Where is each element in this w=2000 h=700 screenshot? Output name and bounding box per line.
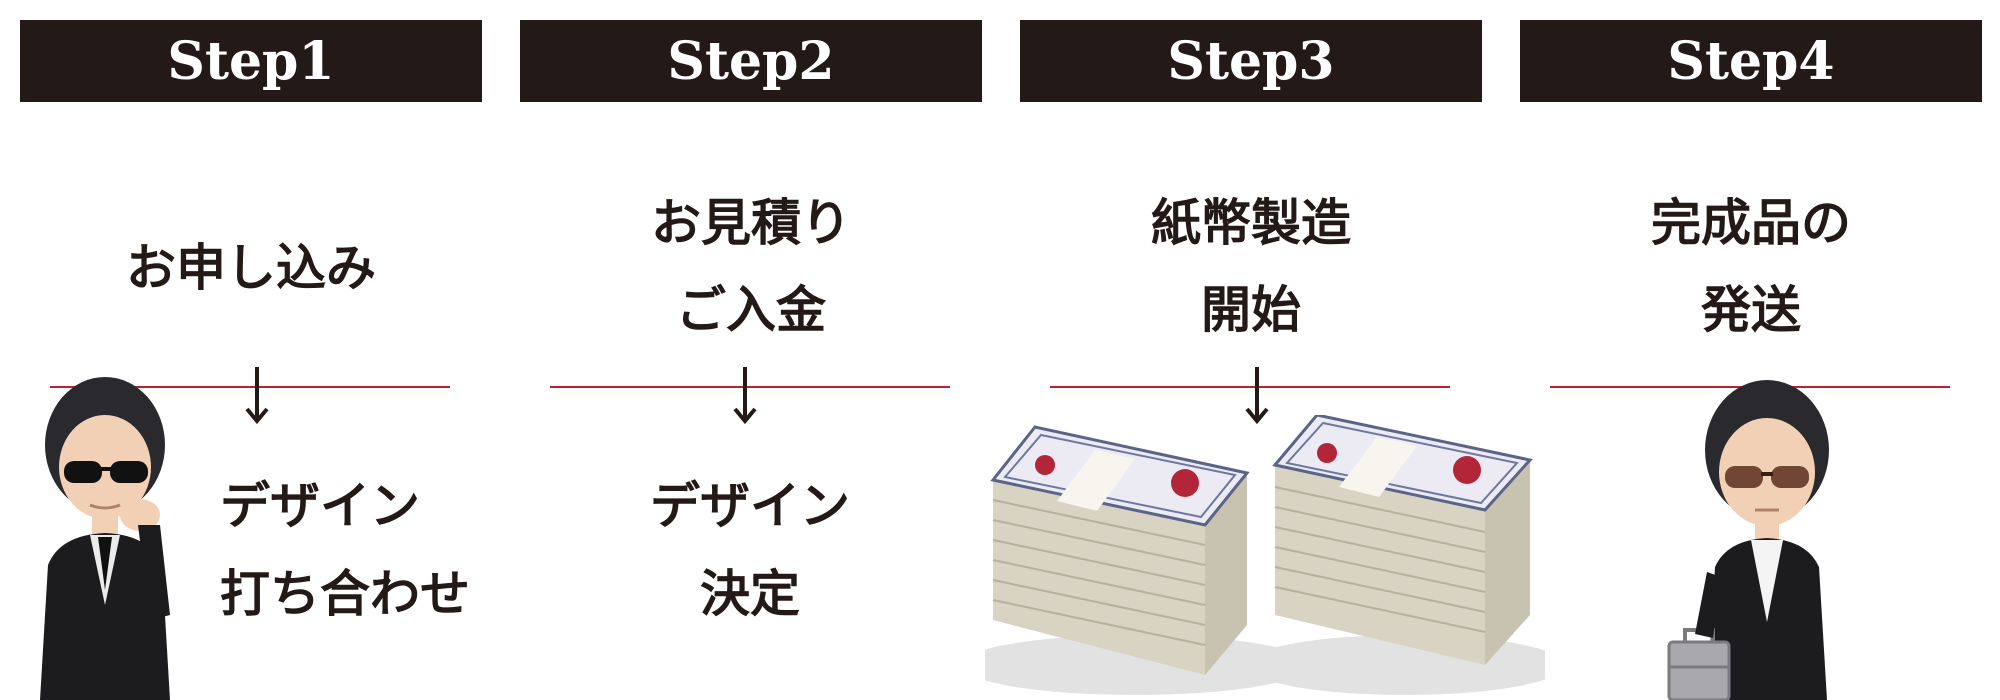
figure-briefcase-image xyxy=(1667,380,1829,700)
step1-detail-line: 打ち合わせ xyxy=(220,565,470,623)
step4-title-line: 完成品の xyxy=(1651,194,1851,252)
step1-title-line: お申し込み xyxy=(126,239,376,297)
step1-label: Step1 xyxy=(167,30,335,92)
step1-title: お申し込み xyxy=(20,225,482,312)
step2-detail-line: デザイン xyxy=(650,477,850,535)
banknote-stacks-image xyxy=(985,415,1545,695)
step2-label: Step2 xyxy=(667,30,835,92)
arrow-down-icon xyxy=(733,367,757,425)
step2-banner: Step2 xyxy=(520,20,982,102)
step1-banner: Step1 xyxy=(20,20,482,102)
step4-label: Step4 xyxy=(1667,30,1835,92)
step2-divider xyxy=(550,386,950,388)
arrow-down-icon xyxy=(245,367,269,425)
step3-title: 紙幣製造 開始 xyxy=(1020,180,1482,354)
step2-detail-line: 決定 xyxy=(700,565,800,623)
step4-title-line: 発送 xyxy=(1701,281,1801,339)
step3-label: Step3 xyxy=(1167,30,1335,92)
step3-banner: Step3 xyxy=(1020,20,1482,102)
step1-detail-line: デザイン xyxy=(220,477,420,535)
step1-divider xyxy=(50,386,450,388)
step2-title: お見積り ご入金 xyxy=(520,180,982,354)
step4-title: 完成品の 発送 xyxy=(1520,180,1982,354)
step2-detail: デザイン 決定 xyxy=(590,462,910,638)
step2-title-line: お見積り xyxy=(651,194,851,252)
step3-divider xyxy=(1050,386,1450,388)
step4-banner: Step4 xyxy=(1520,20,1982,102)
step1-detail: デザイン 打ち合わせ xyxy=(190,462,540,638)
figure-thinking-image xyxy=(40,377,170,700)
arrow-down-icon xyxy=(1245,367,1269,425)
step3-title-line: 紙幣製造 xyxy=(1151,194,1351,252)
step2-title-line: ご入金 xyxy=(676,281,826,339)
step3-title-line: 開始 xyxy=(1201,281,1301,339)
